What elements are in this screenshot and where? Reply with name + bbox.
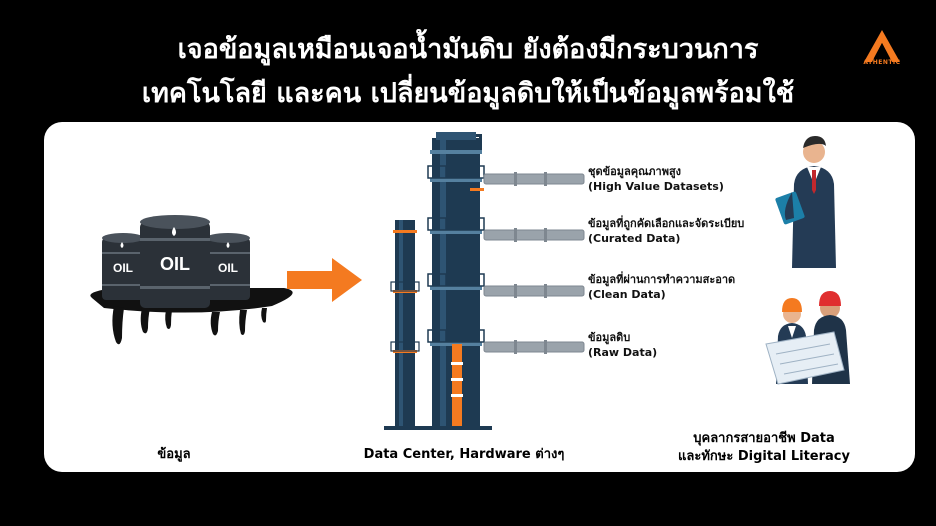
level-label-high-value: ชุดข้อมูลคุณภาพสูง (High Value Datasets)	[588, 164, 724, 194]
caption-data-center: Data Center, Hardware ต่างๆ	[363, 447, 565, 462]
logo-text: ATHENTIC	[863, 59, 901, 66]
business-man-icon	[775, 136, 836, 268]
illustration: OIL OIL OIL	[90, 132, 850, 430]
headline-line-1: เจอข้อมูลเหมือนเจอน้ำมันดิบ ยังต้องมีกระ…	[177, 34, 759, 65]
level-label-high-value-en: (High Value Datasets)	[588, 180, 724, 193]
level-label-curated-th: ข้อมูลที่ถูกคัดเลือกและจัดระเบียบ	[588, 217, 745, 230]
caption-people-line-1: บุคลากรสายอาชีพ Data	[693, 431, 835, 446]
barrel-label-left: OIL	[113, 261, 133, 275]
caption-people-line-2: และทักษะ Digital Literacy	[678, 449, 850, 464]
athentic-logo-icon	[864, 30, 900, 62]
caption-data: ข้อมูล	[157, 447, 191, 462]
engineers-icon	[765, 291, 850, 385]
arrow-right-icon	[287, 258, 362, 302]
oil-barrels-icon: OIL OIL OIL	[90, 215, 293, 345]
level-label-raw: ข้อมูลดิบ (Raw Data)	[588, 330, 657, 360]
level-label-raw-th: ข้อมูลดิบ	[588, 331, 631, 344]
level-label-clean-th: ข้อมูลที่ผ่านการทำความสะอาด	[588, 273, 736, 286]
headline-line-2: เทคโนโลยี และคน เปลี่ยนข้อมูลดิบให้เป็นข…	[141, 78, 795, 109]
distillation-tower-icon	[384, 132, 492, 430]
level-label-clean-en: (Clean Data)	[588, 288, 666, 301]
level-label-raw-en: (Raw Data)	[588, 346, 658, 359]
caption-people: บุคลากรสายอาชีพ Data และทักษะ Digital Li…	[654, 430, 874, 466]
output-pipes	[483, 173, 585, 353]
level-label-curated-en: (Curated Data)	[588, 232, 681, 245]
barrel-label-center: OIL	[160, 254, 190, 274]
level-label-curated: ข้อมูลที่ถูกคัดเลือกและจัดระเบียบ (Curat…	[588, 216, 744, 246]
process-panel: OIL OIL OIL	[44, 122, 915, 472]
level-label-high-value-th: ชุดข้อมูลคุณภาพสูง	[588, 165, 682, 178]
level-label-clean: ข้อมูลที่ผ่านการทำความสะอาด (Clean Data)	[588, 272, 735, 302]
barrel-label-right: OIL	[218, 261, 238, 275]
